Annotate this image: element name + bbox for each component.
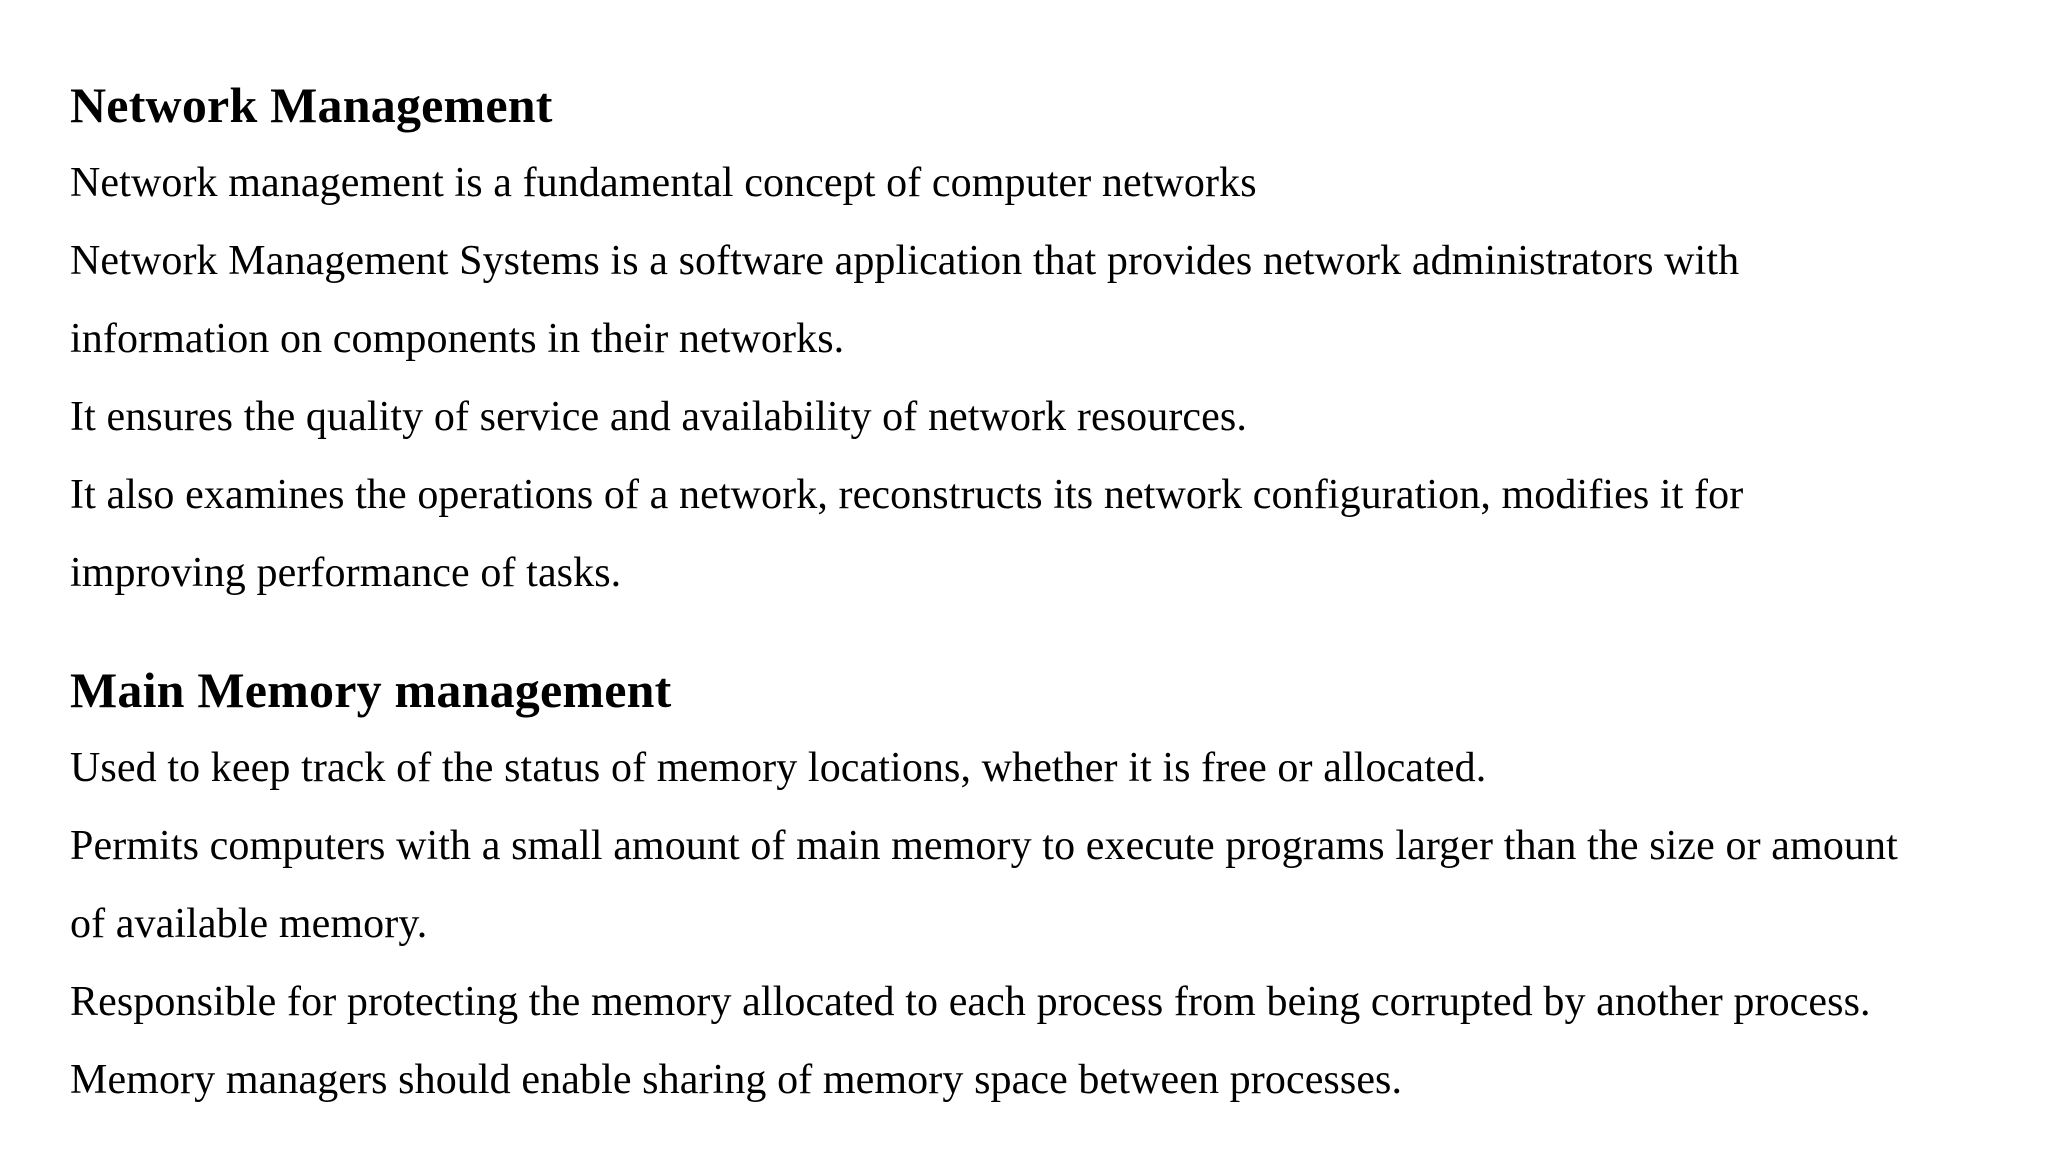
body-line: of available memory. [70, 901, 428, 947]
body-line: Network Management Systems is a software… [70, 238, 1740, 284]
section-heading: Network Management [70, 77, 553, 133]
section-main-memory-management: Main Memory management Used to keep trac… [70, 651, 2010, 1119]
body-line: Responsible for protecting the memory al… [70, 979, 1871, 1025]
body-line: Memory managers should enable sharing of… [70, 1057, 1403, 1103]
body-line: It ensures the quality of service and av… [70, 394, 1247, 440]
body-line: improving performance of tasks. [70, 550, 622, 596]
body-line: It also examines the operations of a net… [70, 472, 1744, 518]
document-page: Network Management Network management is… [70, 66, 2010, 1119]
body-line: Used to keep track of the status of memo… [70, 745, 1487, 791]
section-heading: Main Memory management [70, 662, 672, 718]
body-line: Permits computers with a small amount of… [70, 823, 1898, 869]
section-network-management: Network Management Network management is… [70, 66, 2010, 612]
body-line: information on components in their netwo… [70, 316, 845, 362]
body-line: Network management is a fundamental conc… [70, 160, 1257, 206]
